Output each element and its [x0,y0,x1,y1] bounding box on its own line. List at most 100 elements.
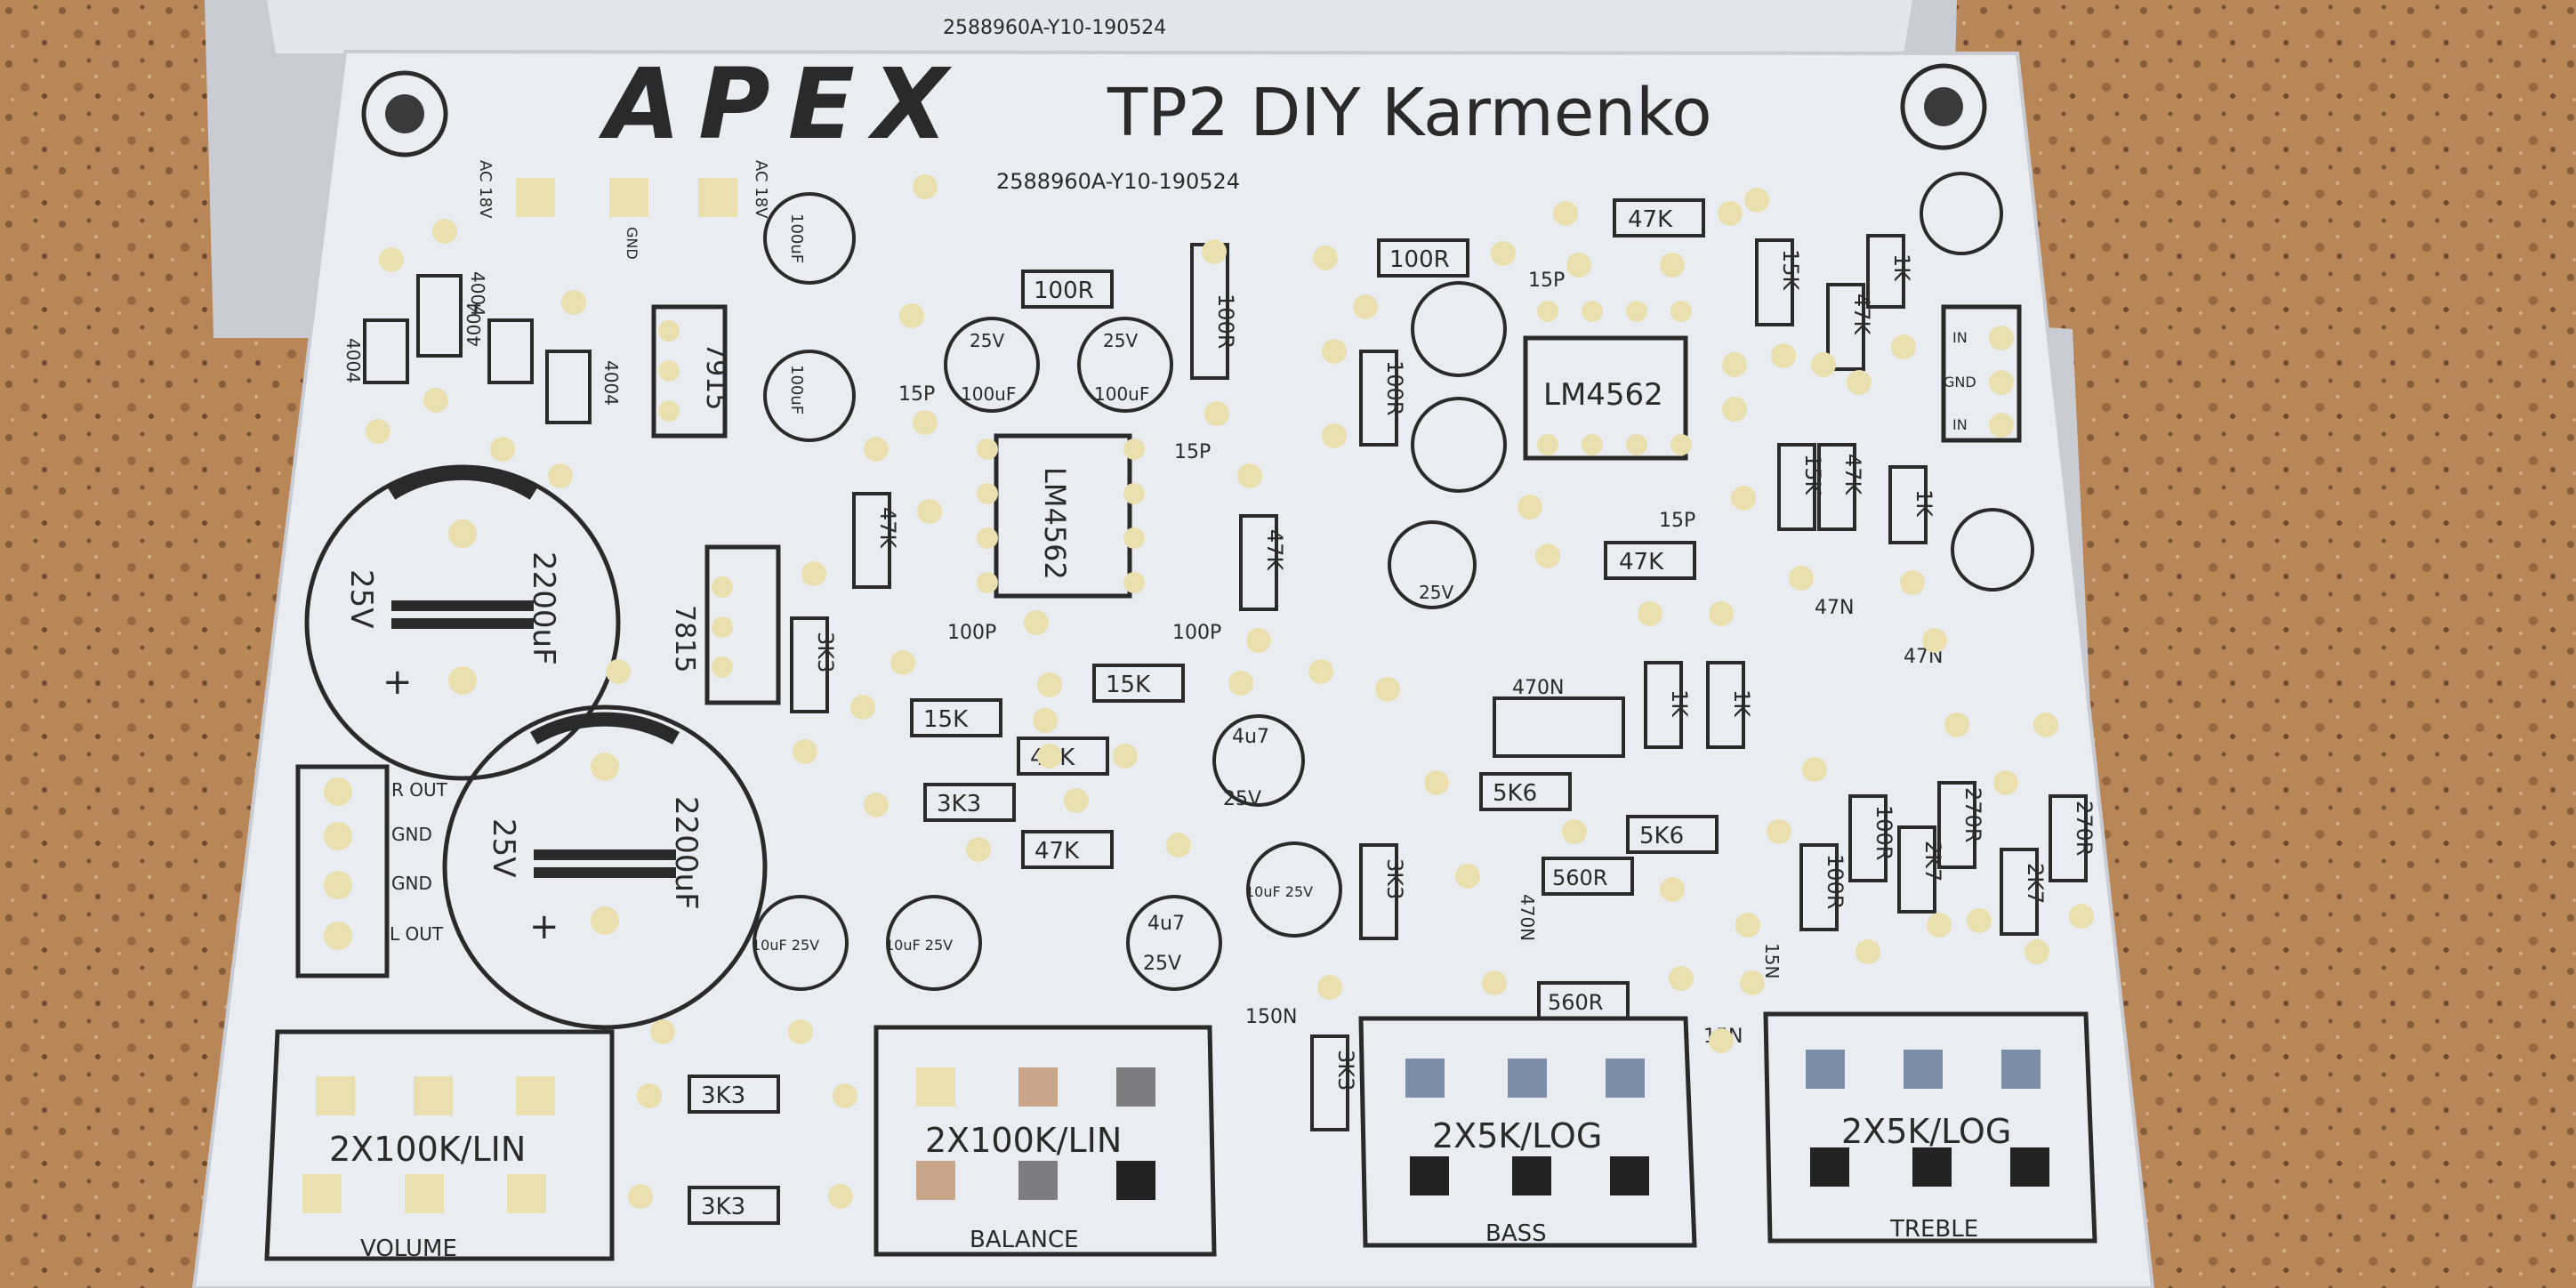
svg-text:47K: 47K [875,507,900,550]
svg-text:10uF 25V: 10uF 25V [885,937,953,954]
output-header: R OUT GND GND L OUT [295,764,448,978]
pot-balance: 2X100K/LIN BALANCE [873,1025,1217,1257]
svg-text:2K7: 2K7 [2023,863,2048,904]
svg-text:4004: 4004 [463,302,485,347]
svg-text:R OUT: R OUT [391,779,448,801]
svg-text:IN: IN [1952,416,1968,433]
svg-text:1K: 1K [1912,489,1936,518]
svg-text:47K: 47K [1034,838,1080,865]
electrolytic-caps: 100uF 100uF 25V 100uF 25V 100uF 25V 4u7 … [752,192,1507,991]
svg-text:15K: 15K [1106,672,1151,698]
board-code: 2588960A-Y10-190524 [996,169,1240,194]
svg-text:100uF: 100uF [1094,383,1149,405]
pot-volume: 2X100K/LIN VOLUME [264,1029,615,1262]
svg-text:560R: 560R [1552,865,1607,890]
svg-text:3K3: 3K3 [701,1083,745,1109]
svg-text:2K7: 2K7 [1920,841,1945,881]
svg-text:3K3: 3K3 [1333,1050,1358,1091]
svg-text:GND: GND [624,227,640,260]
svg-text:5K6: 5K6 [1639,823,1684,849]
svg-text:VOLUME: VOLUME [360,1236,457,1262]
svg-text:47K: 47K [1840,454,1865,496]
svg-text:LM4562: LM4562 [1543,377,1663,413]
board-logo: APEX [598,47,966,161]
svg-text:47K: 47K [1262,529,1287,572]
svg-text:25V: 25V [1103,330,1138,351]
svg-text:3K3: 3K3 [1382,858,1407,899]
filter-cap-1: 25V 2200uF + [304,464,621,781]
svg-text:L OUT: L OUT [390,923,444,945]
svg-text:4u7: 4u7 [1147,913,1185,935]
pot-bass: 2X5K/LOG BASS [1358,1016,1697,1248]
svg-text:100P: 100P [947,622,996,644]
svg-text:15K: 15K [923,706,969,733]
svg-text:10uF 25V: 10uF 25V [1245,883,1313,900]
svg-text:2X100K/LIN: 2X100K/LIN [329,1130,526,1169]
filter-cap-2: 25V 2200uF + [442,704,768,1030]
svg-text:3K3: 3K3 [701,1194,745,1220]
ceramic-caps: 15P 15P 15P 15P 100P 100P 47N 47N 470N 4… [898,270,1943,1048]
opamp-right: LM4562 [1523,301,1692,461]
opamp-left: LM4562 [977,433,1145,599]
mounting-hole-right [1900,63,1987,150]
mounting-hole-left [361,70,448,157]
back-board-code: 2588960A-Y10-190524 [943,17,1166,39]
svg-text:AC 18V: AC 18V [752,160,770,219]
svg-text:LM4562: LM4562 [1038,467,1072,580]
svg-text:GND: GND [391,873,432,894]
svg-text:47N: 47N [1815,597,1854,619]
svg-text:150N: 150N [1245,1006,1297,1028]
svg-text:2200uF: 2200uF [526,551,561,665]
svg-text:BALANCE: BALANCE [970,1227,1079,1253]
svg-text:100R: 100R [1872,805,1896,860]
svg-text:1K: 1K [1889,254,1914,282]
svg-text:15K: 15K [1800,454,1825,496]
svg-text:+: + [529,906,559,947]
resistors: 100R 100R 47K 47K 47K 47K 15K 15K 3K3 5K… [688,198,2097,1225]
svg-text:4004: 4004 [600,360,622,406]
svg-text:25V: 25V [486,818,521,878]
svg-text:2X100K/LIN: 2X100K/LIN [925,1121,1122,1160]
svg-text:100R: 100R [1389,246,1450,273]
svg-text:1K: 1K [1667,689,1692,718]
svg-text:4004: 4004 [342,338,364,383]
rectifier-diodes: 4004 4004 4004 4004 [342,271,622,424]
svg-text:100P: 100P [1172,622,1221,644]
svg-text:47K: 47K [1628,206,1673,233]
svg-text:47K: 47K [1849,294,1874,336]
svg-text:25V: 25V [1419,582,1453,603]
svg-text:25V: 25V [1143,953,1181,975]
svg-text:470N: 470N [1512,677,1564,699]
svg-text:100R: 100R [1823,854,1847,909]
svg-text:100R: 100R [1034,278,1094,304]
svg-text:+: + [382,662,413,703]
svg-text:100uF: 100uF [787,365,806,415]
svg-text:15N: 15N [1761,943,1783,978]
svg-text:47K: 47K [1619,549,1664,576]
solder-pads [366,174,2094,1209]
svg-text:100uF: 100uF [961,383,1016,405]
regulator-7915: 7915 [651,304,731,439]
svg-text:560R: 560R [1548,990,1603,1015]
svg-text:4004: 4004 [467,271,488,317]
svg-text:2X5K/LOG: 2X5K/LOG [1432,1116,1602,1155]
svg-text:5K6: 5K6 [1493,780,1537,807]
svg-text:15P: 15P [1659,510,1695,532]
svg-text:100R: 100R [1213,294,1238,349]
svg-text:25V: 25V [970,330,1004,351]
svg-text:25V: 25V [1223,788,1261,810]
svg-text:470N: 470N [1517,894,1538,941]
svg-text:2X5K/LOG: 2X5K/LOG [1841,1112,2011,1151]
svg-text:15P: 15P [1528,270,1565,292]
board-model: TP2 DIY Karmenko [1107,75,1712,151]
svg-text:10uF 25V: 10uF 25V [752,937,819,954]
svg-text:4u7: 4u7 [1232,726,1269,748]
svg-text:15P: 15P [898,383,935,406]
svg-text:270R: 270R [2072,801,2097,856]
svg-text:3K3: 3K3 [937,791,981,817]
svg-text:25V: 25V [343,569,379,629]
svg-text:270R: 270R [1960,787,1985,842]
svg-text:7815: 7815 [669,605,700,672]
svg-text:15P: 15P [1174,441,1211,463]
